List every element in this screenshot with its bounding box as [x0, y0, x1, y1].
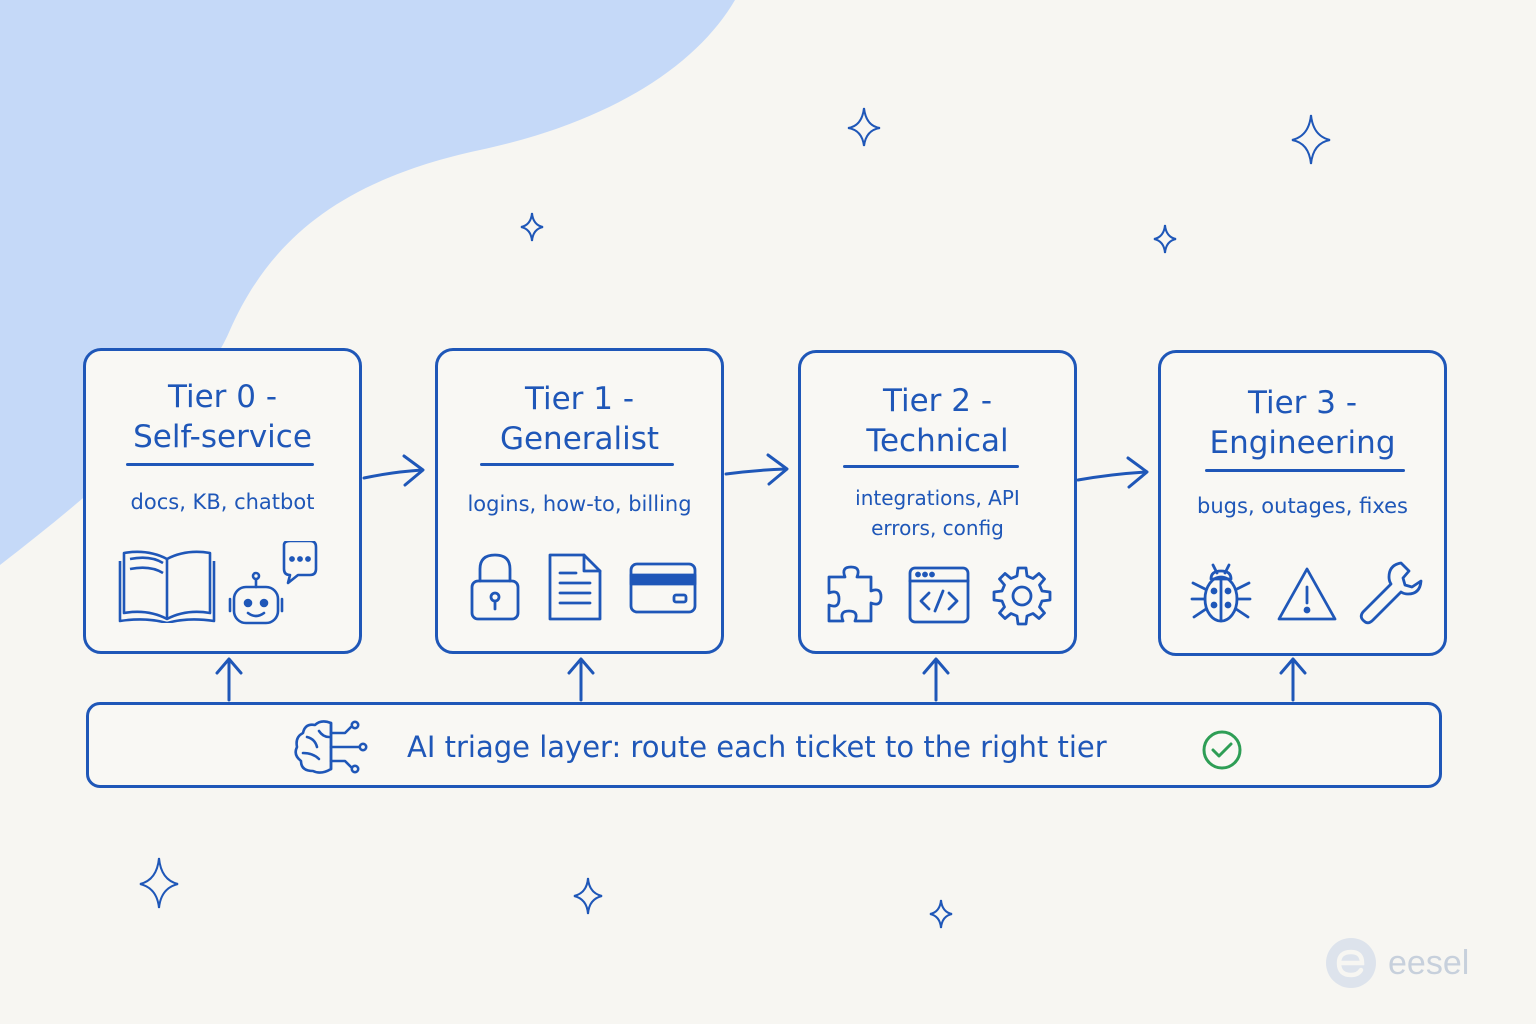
tier-0-title-line1: Tier 0 -	[167, 379, 278, 415]
arrow-tier1-to-tier2	[724, 453, 789, 486]
tier-1-divider	[480, 463, 674, 466]
ai-triage-layer: AI triage layer: route each ticket to th…	[86, 702, 1442, 788]
sparkle-icon	[573, 877, 603, 915]
tier-0-title-line2: Self-service	[133, 419, 312, 455]
credit-card-icon	[629, 562, 697, 614]
lock-icon	[470, 553, 520, 621]
tier-3-box: Tier 3 - Engineering bugs, outages, fixe…	[1158, 350, 1447, 656]
flow-arrows	[215, 453, 1307, 702]
tier-1-title-line2: Generalist	[499, 421, 660, 457]
code-window-icon	[908, 566, 970, 624]
robot-chat-icon	[228, 541, 318, 625]
wrench-icon	[1359, 561, 1423, 625]
sparkle-icon	[139, 857, 179, 909]
warning-icon	[1277, 567, 1337, 621]
background-blob	[0, 0, 735, 565]
arrow-triage-to-tier0	[215, 657, 243, 702]
tier-3-divider	[1205, 469, 1405, 472]
tier-1-examples: logins, how-to, billing	[467, 492, 692, 516]
document-icon	[548, 553, 602, 621]
eesel-logo-icon	[1326, 938, 1376, 988]
book-icon	[118, 550, 216, 623]
tier-0-box: Tier 0 - Self-service docs, KB, chatbot	[83, 348, 362, 654]
tier-2-examples-line1: integrations, API	[855, 486, 1020, 510]
tier-3-examples: bugs, outages, fixes	[1197, 494, 1408, 518]
tier-2-box: Tier 2 - Technical integrations, API err…	[798, 350, 1077, 654]
tier-3-title-line1: Tier 3 -	[1247, 385, 1358, 421]
sparkle-icon	[847, 107, 881, 147]
brand-name: eesel	[1388, 944, 1470, 982]
gear-icon	[992, 566, 1052, 626]
sparkle-icon	[1153, 224, 1177, 254]
puzzle-icon	[827, 565, 883, 623]
arrow-triage-to-tier3	[1279, 657, 1307, 702]
ai-triage-label: AI triage layer: route each ticket to th…	[407, 730, 1107, 764]
tier-1-title-line1: Tier 1 -	[524, 381, 635, 417]
tier-0-examples: docs, KB, chatbot	[130, 490, 315, 514]
sparkle-icon	[929, 899, 953, 929]
check-circle-icon	[1202, 730, 1242, 770]
arrow-triage-to-tier2	[922, 657, 950, 702]
tier-3-title-line2: Engineering	[1209, 425, 1396, 461]
arrow-tier2-to-tier3	[1076, 456, 1149, 489]
arrow-tier0-to-tier1	[362, 454, 425, 487]
tier-1-box: Tier 1 - Generalist logins, how-to, bill…	[435, 348, 724, 654]
tier-0-divider	[126, 463, 314, 466]
sparkles	[139, 107, 1331, 929]
tier-2-divider	[843, 465, 1019, 468]
brain-circuit-icon	[294, 720, 368, 774]
tier-2-title-line1: Tier 2 -	[882, 383, 993, 419]
arrow-triage-to-tier1	[567, 657, 595, 702]
sparkle-icon	[520, 212, 544, 242]
tier-2-examples-line2: errors, config	[871, 516, 1004, 540]
tier-2-title-line2: Technical	[866, 423, 1009, 459]
sparkle-icon	[1291, 114, 1331, 165]
bug-icon	[1190, 563, 1252, 623]
